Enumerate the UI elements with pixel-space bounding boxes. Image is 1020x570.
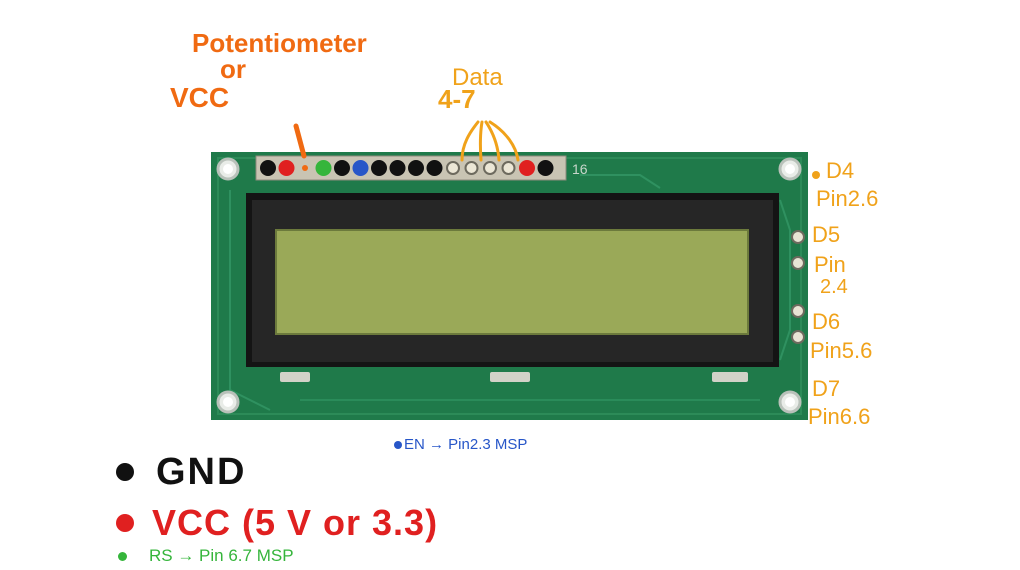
legend-rs: RS → Pin 6.7 MSP xyxy=(118,544,294,568)
header-pin-12 xyxy=(466,162,478,174)
en-dot xyxy=(394,441,402,449)
d5-pin-label-b: 2.4 xyxy=(820,276,848,299)
d4-dot xyxy=(812,171,820,179)
header-pin-14 xyxy=(503,162,515,174)
header-pin-2 xyxy=(279,160,295,176)
header-pin-4 xyxy=(316,160,332,176)
header-pin-13 xyxy=(484,162,496,174)
mounting-hole xyxy=(218,392,238,412)
side-pin-d7 xyxy=(792,331,804,343)
header-pin-16 xyxy=(538,160,554,176)
header-pin-11 xyxy=(447,162,459,174)
header-pin-6 xyxy=(353,160,369,176)
mounting-hole xyxy=(780,159,800,179)
data-line-d5 xyxy=(480,122,482,160)
vcc-text: VCC (5 V or 3.3) xyxy=(152,502,438,544)
header-pin-10 xyxy=(427,160,443,176)
gnd-dot xyxy=(116,463,134,481)
vcc-dot xyxy=(116,514,134,532)
d5-label: D5 xyxy=(812,222,840,248)
legend-gnd: GND xyxy=(116,450,246,494)
lcd-screen xyxy=(276,230,748,334)
header-pin-3 xyxy=(302,165,308,171)
header-pin-7 xyxy=(371,160,387,176)
d5-pin-label-a: Pin xyxy=(814,252,846,278)
d7-label: D7 xyxy=(812,376,840,402)
rs-dot xyxy=(118,552,127,561)
header-pin-9 xyxy=(408,160,424,176)
d4-label: D4 xyxy=(826,158,854,184)
legend-vcc: VCC (5 V or 3.3) xyxy=(116,500,438,546)
d7-pin-label: Pin6.6 xyxy=(808,404,870,430)
mounting-hole xyxy=(218,159,238,179)
gnd-text: GND xyxy=(156,451,246,494)
side-pin-d5 xyxy=(792,257,804,269)
header-pin-5 xyxy=(334,160,350,176)
d6-label: D6 xyxy=(812,309,840,335)
rs-text: RS → Pin 6.7 MSP xyxy=(149,546,294,566)
side-pin-d4 xyxy=(792,231,804,243)
legend: GND VCC (5 V or 3.3) RS → Pin 6.7 MSP xyxy=(116,450,636,570)
header-pin-1 xyxy=(260,160,276,176)
pin-count-label: 16 xyxy=(572,161,588,177)
header-pin-15 xyxy=(519,160,535,176)
potentiometer-mark xyxy=(296,126,304,156)
header-pin-8 xyxy=(390,160,406,176)
d4-pin-label: Pin2.6 xyxy=(816,186,878,212)
mounting-hole xyxy=(780,392,800,412)
d6-pin-label: Pin5.6 xyxy=(810,338,872,364)
side-pin-d6 xyxy=(792,305,804,317)
